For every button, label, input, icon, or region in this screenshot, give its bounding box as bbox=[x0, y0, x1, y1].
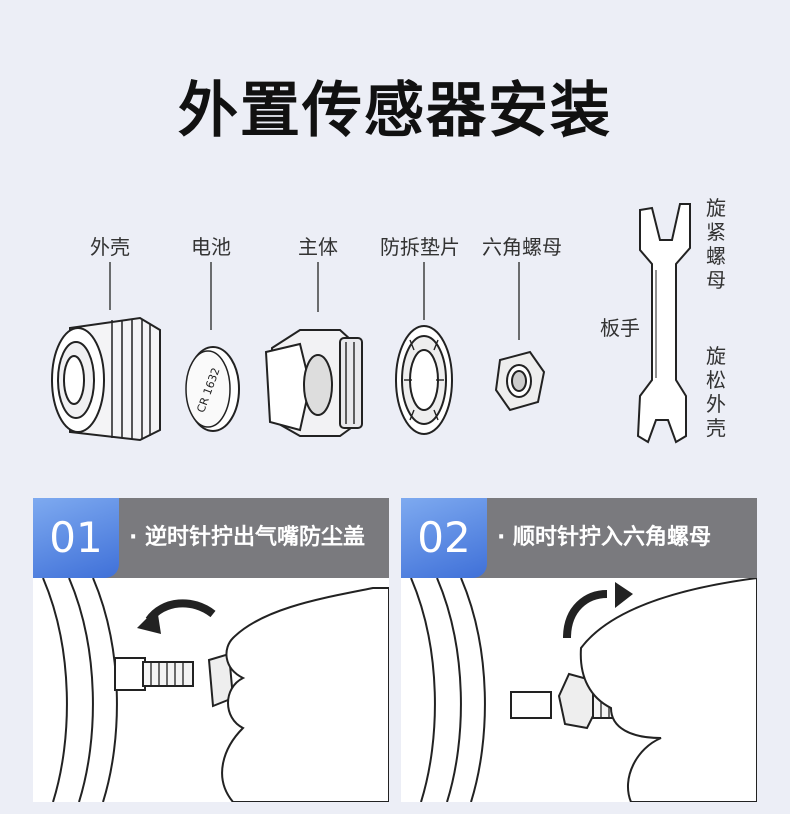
label-loosen-shell: 旋松外壳 bbox=[706, 344, 726, 440]
shell-part bbox=[51, 316, 161, 442]
label-hex-nut: 六角螺母 bbox=[482, 235, 562, 259]
label-anti-theft-gasket: 防拆垫片 bbox=[380, 235, 460, 259]
hex-nut-part bbox=[494, 350, 546, 412]
label-shell: 外壳 bbox=[90, 235, 130, 259]
step-panel-1: 01 · 逆时针拧出气嘴防尘盖 bbox=[33, 498, 389, 802]
label-body: 主体 bbox=[298, 235, 338, 259]
step-panel-2: 02 · 顺时针拧入六角螺母 bbox=[401, 498, 757, 802]
battery-part: CR 1632 bbox=[185, 346, 240, 432]
label-wrench: 板手 bbox=[600, 316, 640, 340]
wrench-icon bbox=[636, 203, 691, 444]
body-part bbox=[264, 329, 363, 437]
step-text-2: · 顺时针拧入六角螺母 bbox=[497, 525, 712, 550]
label-battery: 电池 bbox=[191, 235, 231, 259]
step-text-1: · 逆时针拧出气嘴防尘盖 bbox=[129, 525, 366, 550]
step-number-1: 01 bbox=[33, 498, 119, 578]
page-title: 外置传感器安装 bbox=[178, 76, 612, 146]
step-header-2: 02 · 顺时针拧入六角螺母 bbox=[401, 498, 757, 578]
step-number-2: 02 bbox=[401, 498, 487, 578]
step-illustration-2 bbox=[410, 578, 757, 802]
gasket-part bbox=[395, 325, 453, 435]
step-illustration-1 bbox=[42, 578, 389, 802]
step-header-1: 01 · 逆时针拧出气嘴防尘盖 bbox=[33, 498, 389, 578]
label-tighten-nut: 旋紧螺母 bbox=[706, 196, 726, 292]
parts-diagram: CR 1632 bbox=[51, 203, 691, 444]
